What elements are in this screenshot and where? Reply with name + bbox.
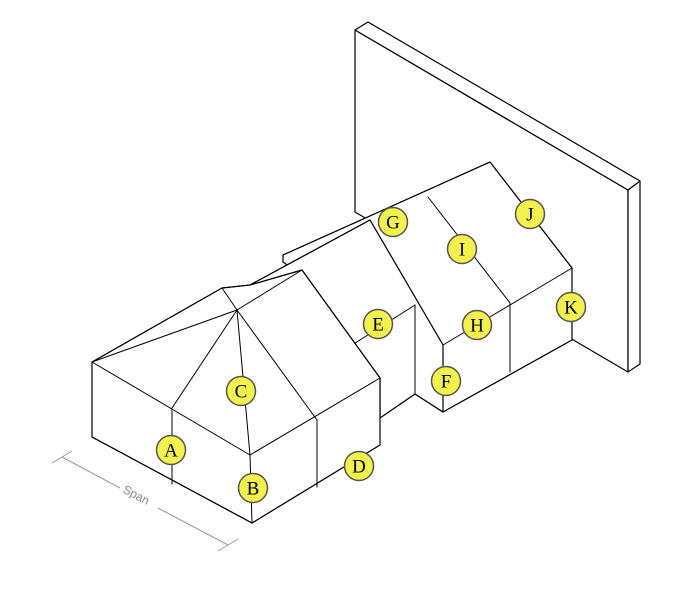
marker-d[interactable]: D	[343, 450, 375, 482]
marker-g-label: G	[386, 213, 400, 234]
marker-e[interactable]: E	[362, 308, 394, 340]
span-line-left	[61, 456, 121, 489]
marker-j-circle	[514, 198, 546, 230]
marker-b-circle	[237, 472, 269, 504]
marker-a[interactable]: A	[155, 434, 187, 466]
rear-wall-base	[442, 339, 573, 413]
marker-k[interactable]: K	[555, 291, 587, 323]
back-wall-side-face	[627, 180, 641, 373]
marker-d-circle	[343, 450, 375, 482]
marker-d-label: D	[352, 457, 366, 478]
marker-h[interactable]: H	[461, 309, 493, 341]
marker-i[interactable]: I	[446, 233, 478, 265]
front-eave-right	[249, 377, 381, 456]
span-line-right	[157, 507, 229, 546]
marker-f[interactable]: F	[430, 365, 462, 397]
marker-g[interactable]: G	[377, 206, 409, 238]
front-wall-base-left	[91, 436, 253, 524]
marker-c-label: C	[235, 382, 248, 403]
front-roof-back-left	[91, 287, 223, 363]
back-wall-top-face	[354, 21, 641, 191]
marker-k-label: K	[564, 298, 578, 319]
front-roof-front-right	[236, 309, 318, 421]
marker-b[interactable]: B	[237, 472, 269, 504]
front-roof-side	[301, 269, 381, 379]
middle-ridge	[249, 219, 371, 286]
marker-k-circle	[555, 291, 587, 323]
marker-f-circle	[430, 365, 462, 397]
marker-g-circle	[377, 206, 409, 238]
front-roof-apex-back	[221, 287, 238, 311]
marker-c[interactable]: C	[225, 375, 257, 407]
marker-e-label: E	[372, 315, 384, 336]
marker-j-label: J	[526, 205, 533, 226]
marker-i-circle	[446, 233, 478, 265]
front-roof-left-hip	[91, 309, 238, 363]
marker-h-label: H	[470, 316, 484, 337]
span-label: Span	[121, 482, 152, 508]
marker-i-label: I	[459, 240, 465, 261]
marker-a-label: A	[164, 441, 178, 462]
marker-h-circle	[461, 309, 493, 341]
marker-f-label: F	[441, 372, 452, 393]
marker-c-circle	[225, 375, 257, 407]
front-eave-left	[91, 361, 251, 456]
front-roof-back-right	[249, 269, 303, 286]
front-roof-front-left	[171, 309, 238, 409]
span-tick-right	[217, 538, 239, 552]
middle-wall-base	[379, 393, 416, 419]
marker-e-circle	[362, 308, 394, 340]
middle-connector	[249, 219, 444, 419]
marker-b-label: B	[247, 479, 260, 500]
span-tick-left	[51, 450, 73, 464]
marker-j[interactable]: J	[514, 198, 546, 230]
marker-a-circle	[155, 434, 187, 466]
markers: A B C D E F G H I J K	[155, 198, 587, 504]
front-roof-back	[221, 284, 251, 289]
front-roof-right-hip	[236, 269, 303, 311]
